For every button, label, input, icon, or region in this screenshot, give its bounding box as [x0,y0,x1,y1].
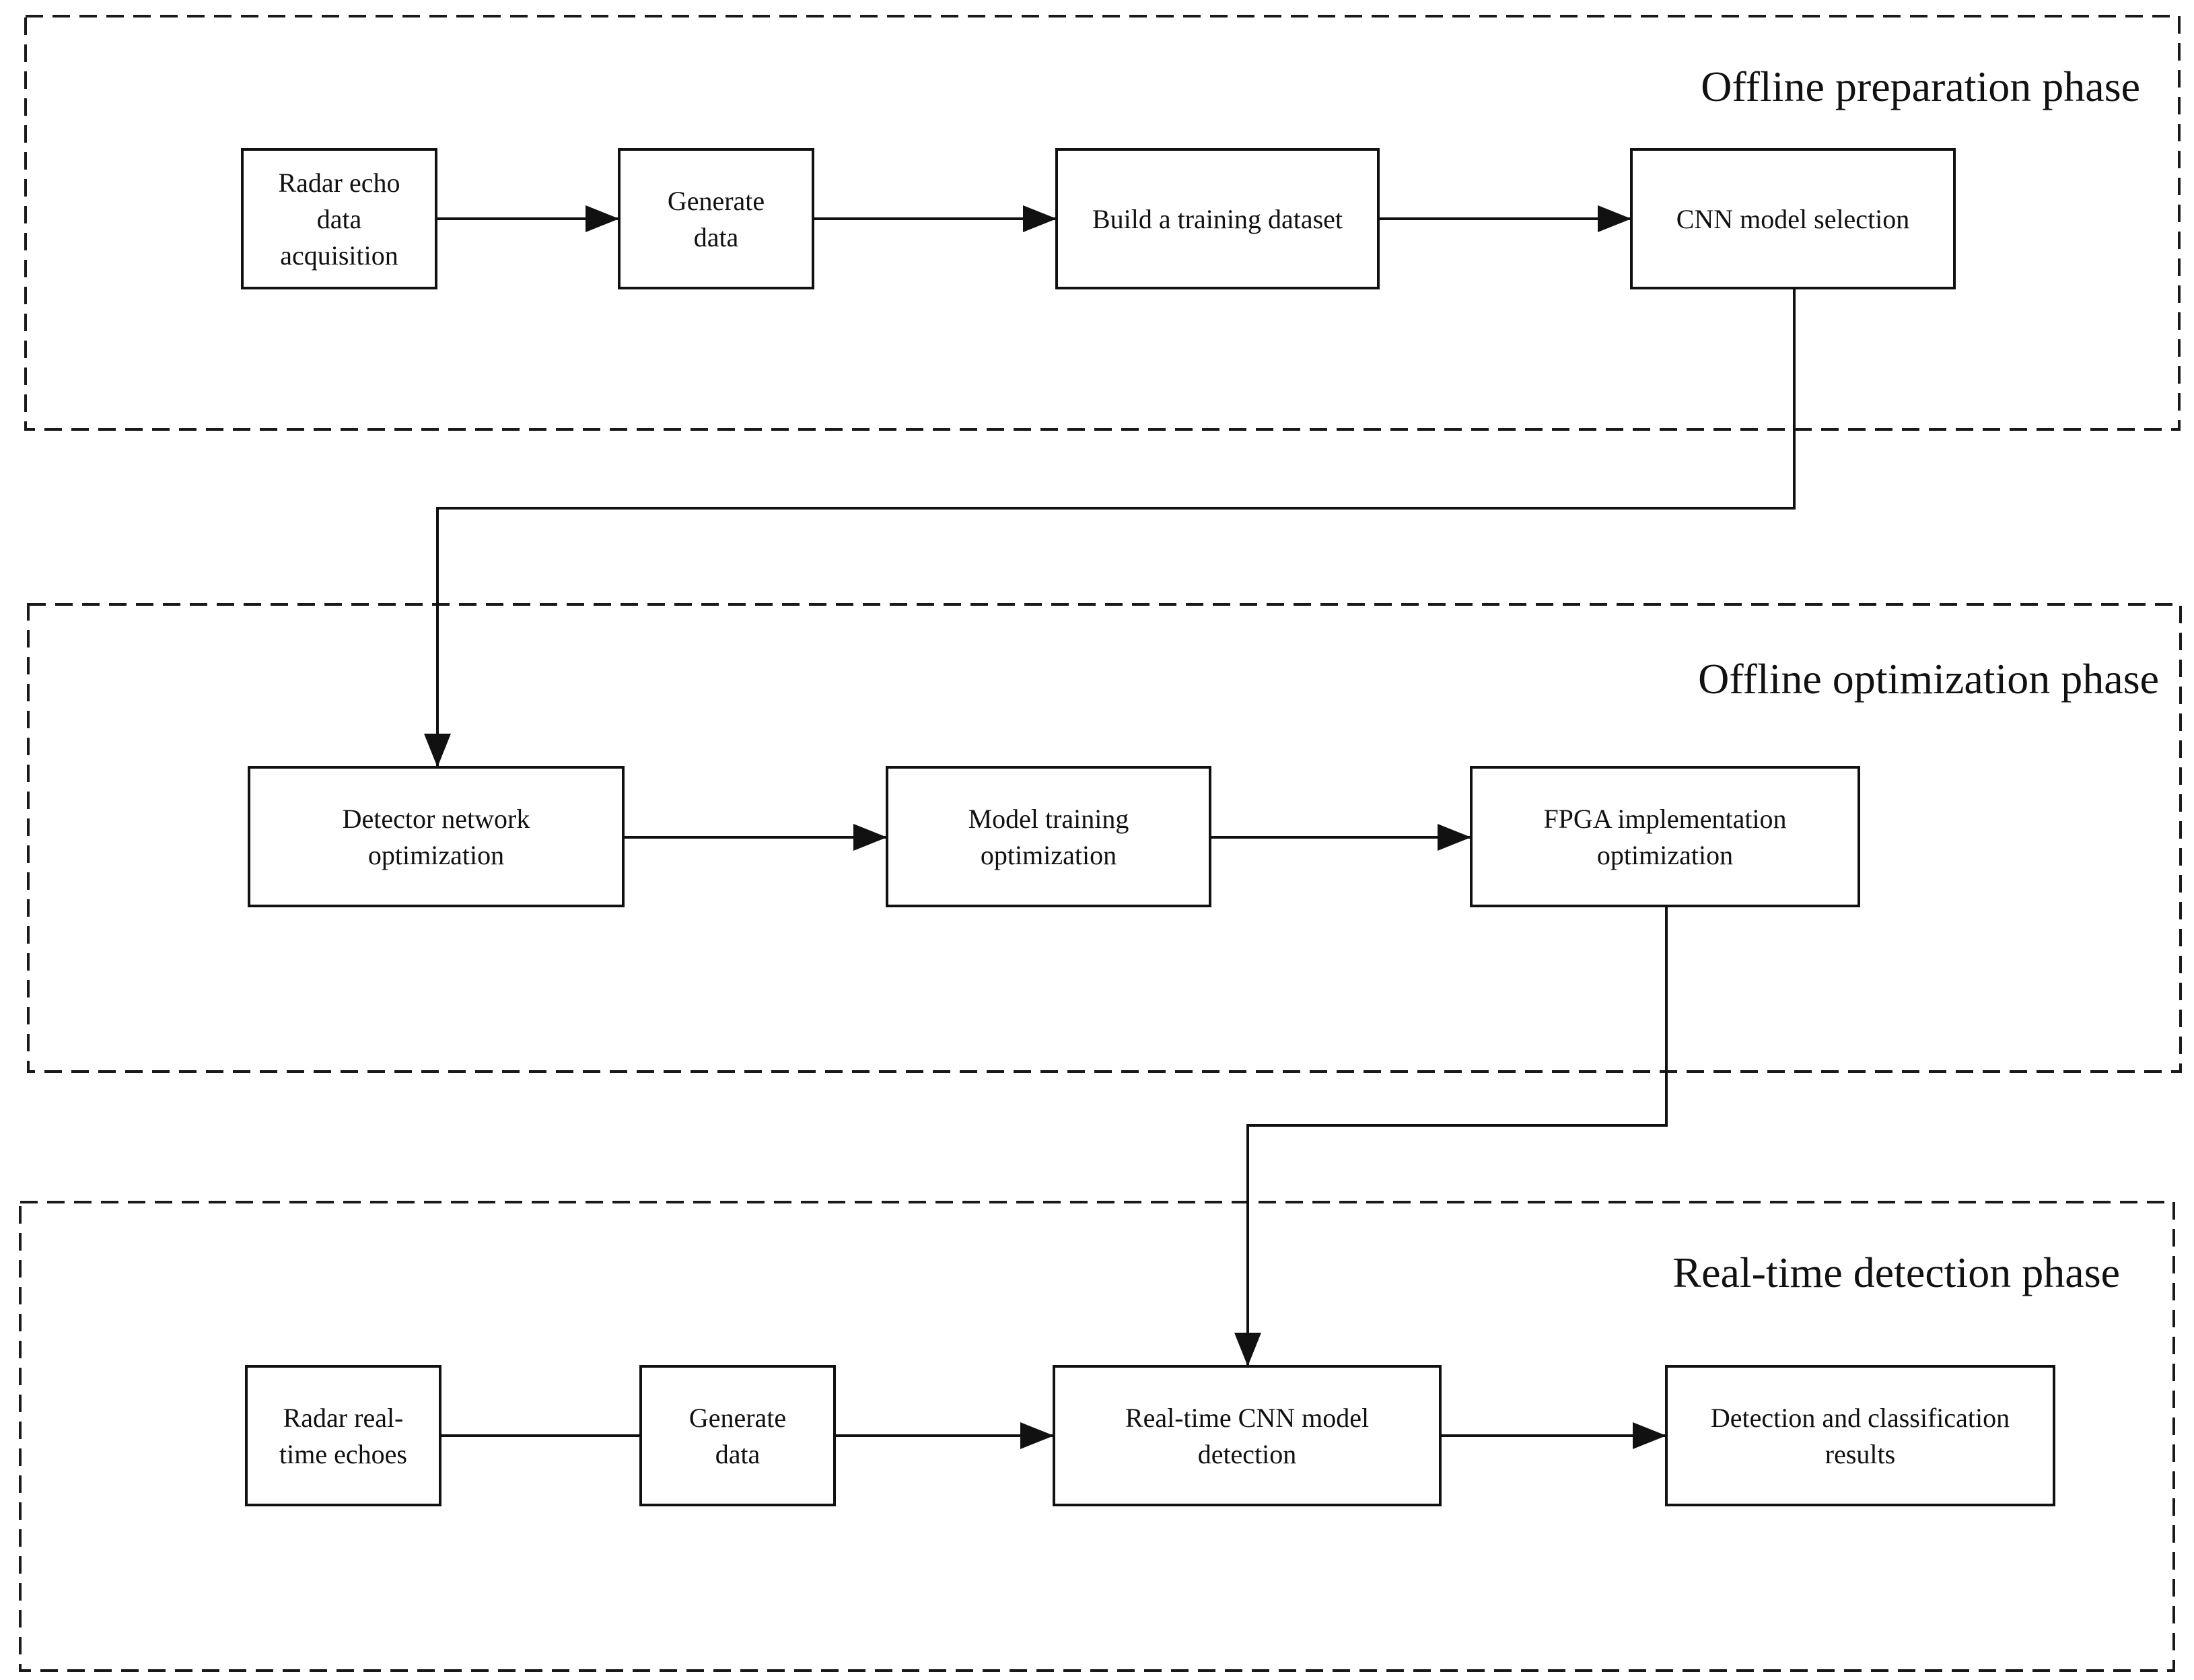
node-detection-classification-results: Detection and classification results [1665,1365,2055,1506]
node-generate-data-realtime-label: Generate data [689,1403,786,1469]
node-generate-data-offline-label: Generate data [668,186,765,252]
node-label-line: acquisition [280,240,398,271]
arrow-cnn-selection-to-detector-network [424,289,1796,767]
node-generate-data-offline: Generate data [618,148,814,289]
node-cnn-model-selection-label: CNN model selection [1676,204,1910,234]
phase-detection: Real-time detection phase [19,1201,2175,1672]
node-label-line: Model training [968,804,1129,834]
node-label-line: time echoes [279,1439,407,1469]
node-model-training-optimization-label: Model training optimization [968,804,1129,870]
phase-optimization-title: Offline optimization phase [1698,655,2159,703]
node-label-line: detection [1198,1439,1297,1469]
node-generate-data-realtime: Generate data [639,1365,836,1506]
phase-detection-frame [19,1201,2175,1672]
node-realtime-cnn-detection: Real-time CNN model detection [1053,1365,1442,1506]
node-label-line: results [1825,1439,1895,1469]
node-label-line: Detector network [343,804,530,834]
node-label-line: Generate [689,1403,786,1433]
node-detection-classification-results-label: Detection and classification results [1711,1403,2010,1469]
node-label-line: Build a training dataset [1092,204,1343,234]
node-build-training-dataset-label: Build a training dataset [1092,204,1343,234]
phase-preparation-frame [24,15,2181,431]
node-label-line: Generate [668,186,765,216]
node-label-line: Radar real- [283,1403,404,1433]
node-radar-echo-acquisition-label: Radar echo data acquisition [278,168,400,271]
node-label-line: data [317,204,362,234]
phase-optimization-frame [27,603,2182,1073]
node-detector-network-optimization: Detector network optimization [248,766,625,907]
phase-preparation-title: Offline preparation phase [1701,63,2140,110]
node-label-line: Real-time CNN model [1125,1403,1369,1433]
node-fpga-implementation-optimization: FPGA implementation optimization [1470,766,1860,907]
node-label-line: optimization [1597,840,1733,870]
node-realtime-cnn-detection-label: Real-time CNN model detection [1125,1403,1369,1469]
phase-detection-title: Real-time detection phase [1672,1249,2120,1296]
node-label-line: optimization [368,840,504,870]
node-label-line: Detection and classification [1711,1403,2010,1433]
node-radar-realtime-echoes-label: Radar real-time echoes [279,1403,407,1469]
arrow-fpga-to-realtime-detection [1234,907,1668,1366]
node-label-line: optimization [981,840,1117,870]
node-cnn-model-selection: CNN model selection [1630,148,1956,289]
node-label-line: data [694,222,739,252]
node-label-line: data [715,1439,760,1469]
node-radar-echo-acquisition: Radar echo data acquisition [241,148,437,289]
node-model-training-optimization: Model training optimization [886,766,1211,907]
phase-preparation: Offline preparation phase [24,15,2181,431]
node-build-training-dataset: Build a training dataset [1055,148,1380,289]
node-fpga-implementation-optimization-label: FPGA implementation optimization [1543,804,1786,870]
node-label-line: FPGA implementation [1543,804,1786,834]
phase-optimization: Offline optimization phase [27,603,2182,1073]
node-label-line: Radar echo [278,168,400,198]
node-detector-network-optimization-label: Detector network optimization [343,804,530,870]
node-radar-realtime-echoes: Radar real-time echoes [245,1365,441,1506]
node-label-line: CNN model selection [1676,204,1910,234]
